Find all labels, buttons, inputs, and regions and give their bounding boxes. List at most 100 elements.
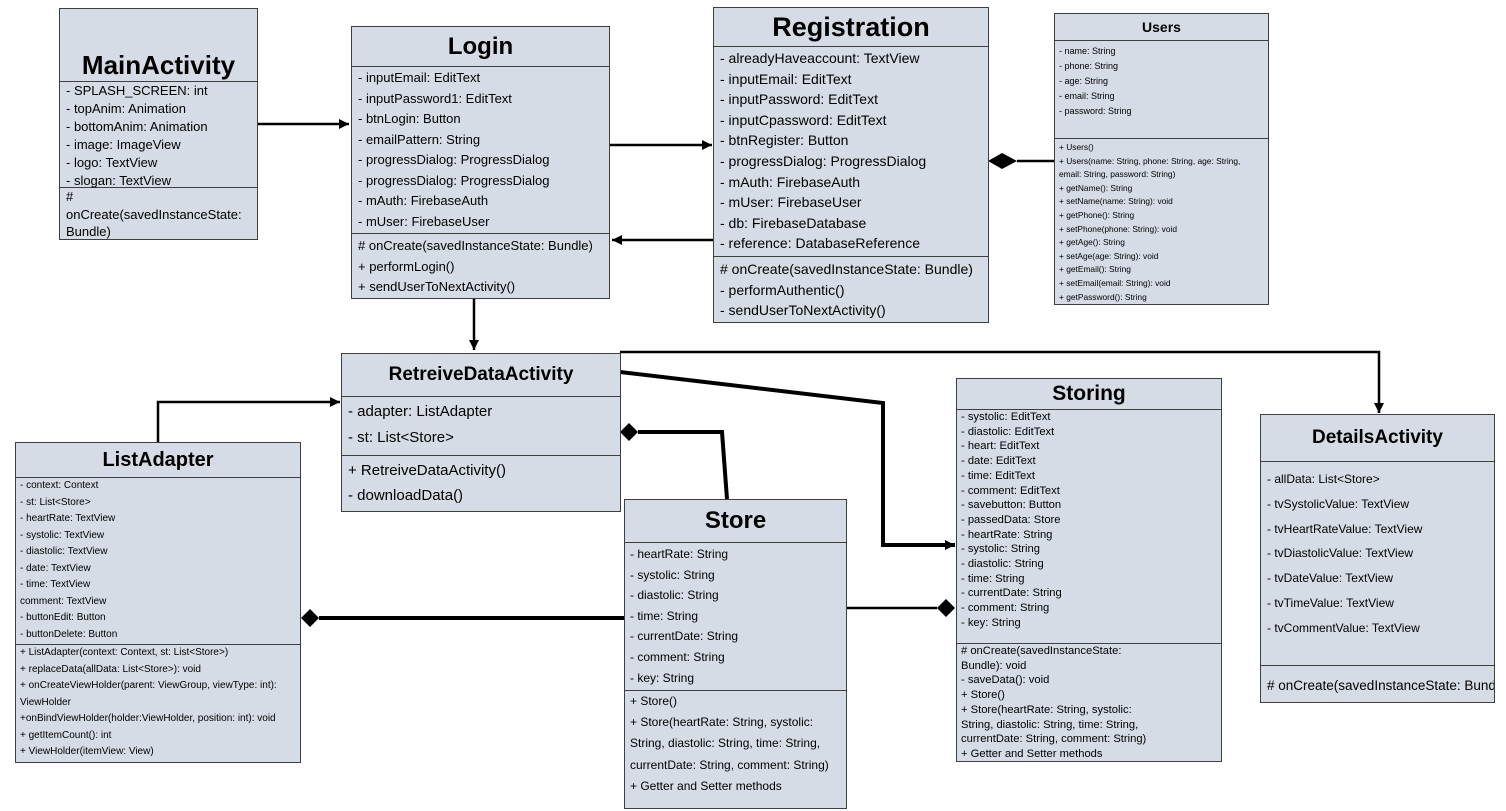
method-row: + Users(name: String, phone: String, age… xyxy=(1059,155,1241,166)
class-title: Login xyxy=(447,32,514,60)
method-row: - sendUserToNextActivity() xyxy=(720,302,886,319)
method-row: Bundle): void xyxy=(961,659,1027,672)
attribute-row: - time: String xyxy=(961,572,1025,585)
edge-retreivedataactivity-detailsactivity xyxy=(620,350,1384,413)
attribute-row: - tvDateValue: TextView xyxy=(1267,571,1394,586)
attribute-row: - mUser: FirebaseUser xyxy=(358,213,490,229)
method-row: + Getter and Setter methods xyxy=(630,778,782,793)
method-row: + ListAdapter(context: Context, st: List… xyxy=(20,647,229,658)
method-row: + Store() xyxy=(630,694,678,708)
attribute-row: - systolic: TextView xyxy=(20,529,105,541)
attribute-row: - heart: EditText xyxy=(961,440,1040,453)
attributes-section: - inputEmail: EditText - inputPassword1: … xyxy=(352,66,609,233)
class-header: Store xyxy=(625,500,846,542)
attribute-row: - systolic: String xyxy=(630,567,715,582)
attribute-row: - buttonDelete: Button xyxy=(20,628,118,640)
attribute-row: - currentDate: String xyxy=(961,587,1062,600)
attribute-row: - key: String xyxy=(961,616,1021,629)
attribute-row: - time: String xyxy=(630,608,699,623)
attribute-row: - passedData: Store xyxy=(961,513,1061,526)
attribute-row: - inputEmail: EditText xyxy=(358,70,481,85)
attributes-section: - heartRate: String- systolic: String- d… xyxy=(625,542,846,690)
attribute-row: - SPLASH_SCREEN: int xyxy=(66,83,208,98)
methods-section: + ListAdapter(context: Context, st: List… xyxy=(16,644,300,761)
method-row: currentDate: String, comment: String) xyxy=(630,757,829,772)
class-header: Storing xyxy=(957,379,1221,409)
methods-section: #onCreate(savedInstanceState:Bundle) xyxy=(60,187,257,239)
attribute-row: - btnRegister: Button xyxy=(720,132,849,149)
method-row: Bundle) xyxy=(66,224,111,239)
attribute-row: - time: TextView xyxy=(20,579,91,590)
method-row: + onCreateViewHolder(parent: ViewGroup, … xyxy=(20,680,277,691)
attribute-row: - topAnim: Animation xyxy=(66,101,186,116)
class-title: DetailsActivity xyxy=(1312,427,1443,448)
attribute-row: - inputPassword: EditText xyxy=(720,91,878,108)
attributes-section: - context: Context- st: List<Store>- hea… xyxy=(16,477,300,644)
method-row: + Store() xyxy=(961,689,1005,702)
methods-section: # onCreate(savedInstanceState: Bundle)- … xyxy=(714,256,988,322)
method-row: # onCreate(savedInstanceState: xyxy=(961,645,1122,657)
attribute-row: - date: TextView xyxy=(20,562,91,574)
method-row: +onBindViewHolder(holder:ViewHolder, pos… xyxy=(20,713,276,724)
composition-diamond-listadapter xyxy=(301,609,319,627)
attribute-row: - diastolic: TextView xyxy=(20,546,108,557)
attribute-row: - heartRate: String xyxy=(961,528,1053,541)
methods-section: + Users() + Users(name: String, phone: St… xyxy=(1055,138,1268,304)
attribute-row: - bottomAnim: Animation xyxy=(66,119,208,134)
method-row: String, diastolic: String, time: String, xyxy=(630,736,821,751)
method-row: + getPhone(): String xyxy=(1059,209,1135,220)
attribute-row: - heartRate: String xyxy=(630,547,729,561)
attribute-row: - slogan: TextView xyxy=(66,173,172,188)
attribute-row: - key: String xyxy=(630,670,695,685)
method-row: + RetreiveDataActivity() xyxy=(348,462,506,479)
attribute-row: - phone: String xyxy=(1059,61,1119,71)
attribute-row: - alreadyHaveaccount: TextView xyxy=(720,50,920,66)
attribute-row: - mUser: FirebaseUser xyxy=(720,194,862,211)
class-detailsactivity: DetailsActivity - allData: List<Store> - … xyxy=(1260,414,1495,703)
attribute-row: - email: String xyxy=(1059,91,1115,101)
attributes-section: - alreadyHaveaccount: TextView - inputEma… xyxy=(714,46,988,256)
attribute-row: - tvTimeValue: TextView xyxy=(1267,595,1394,610)
attribute-row: - adapter: ListAdapter xyxy=(348,403,493,420)
attribute-row: - tvCommentValue: TextView xyxy=(1267,620,1420,635)
class-header: Registration xyxy=(714,8,988,46)
class-header: RetreiveDataActivity xyxy=(342,354,620,396)
class-title: MainActivity xyxy=(81,50,236,80)
class-retreivedataactivity: RetreiveDataActivity - adapter: ListAdap… xyxy=(341,353,621,512)
class-header: ListAdapter xyxy=(16,443,300,477)
attribute-row: - systolic: String xyxy=(961,543,1040,556)
method-row: + Store(heartRate: String, systolic: xyxy=(630,715,814,730)
attribute-row: - inputCpassword: EditText xyxy=(720,111,887,128)
attribute-row: - buttonEdit: Button xyxy=(20,612,106,623)
attribute-row: - progressDialog: ProgressDialog xyxy=(358,172,550,188)
edge-retreivedataactivity-storing xyxy=(619,370,955,550)
attribute-row: - reference: DatabaseReference xyxy=(720,235,920,252)
attribute-row: - systolic: EditText xyxy=(961,411,1051,423)
attribute-row: - allData: List<Store> xyxy=(1267,472,1380,486)
class-mainactivity: MainActivity - SPLASH_SCREEN: int - topAn… xyxy=(59,8,258,240)
method-row: - performAuthentic() xyxy=(720,281,845,298)
attribute-row: - image: ImageView xyxy=(66,137,181,152)
attribute-row: - btnLogin: Button xyxy=(358,111,461,126)
attribute-row: - diastolic: String xyxy=(961,558,1044,571)
attribute-row: - heartRate: TextView xyxy=(20,513,116,524)
attributes-section: - systolic: EditText - diastolic: EditTex… xyxy=(957,409,1221,643)
attribute-row: - inputPassword1: EditText xyxy=(358,90,512,106)
class-title: ListAdapter xyxy=(102,448,214,471)
attribute-row: - tvHeartRateValue: TextView xyxy=(1267,521,1423,536)
class-listadapter: ListAdapter - context: Context- st: List… xyxy=(15,442,301,763)
attribute-row: - password: String xyxy=(1059,106,1132,116)
class-title: Registration xyxy=(772,11,930,42)
class-storing: Storing - systolic: EditText - diastolic:… xyxy=(956,378,1222,762)
method-row: + replaceData(allData: List<Store>): voi… xyxy=(20,663,201,675)
method-row: + performLogin() xyxy=(358,258,455,274)
methods-section: + Store() + Store(heartRate: String, syst… xyxy=(625,690,846,797)
attribute-row: - diastolic: EditText xyxy=(961,425,1055,438)
attribute-row: comment: TextView xyxy=(20,595,107,607)
methods-section: # onCreate(savedInstanceState: Bundle): v… xyxy=(957,643,1221,761)
composition-diamond-storing xyxy=(937,599,955,617)
attribute-row: - inputEmail: EditText xyxy=(720,70,852,87)
method-row: + Users() xyxy=(1059,142,1094,152)
method-row: email: String, password: String) xyxy=(1059,169,1176,180)
